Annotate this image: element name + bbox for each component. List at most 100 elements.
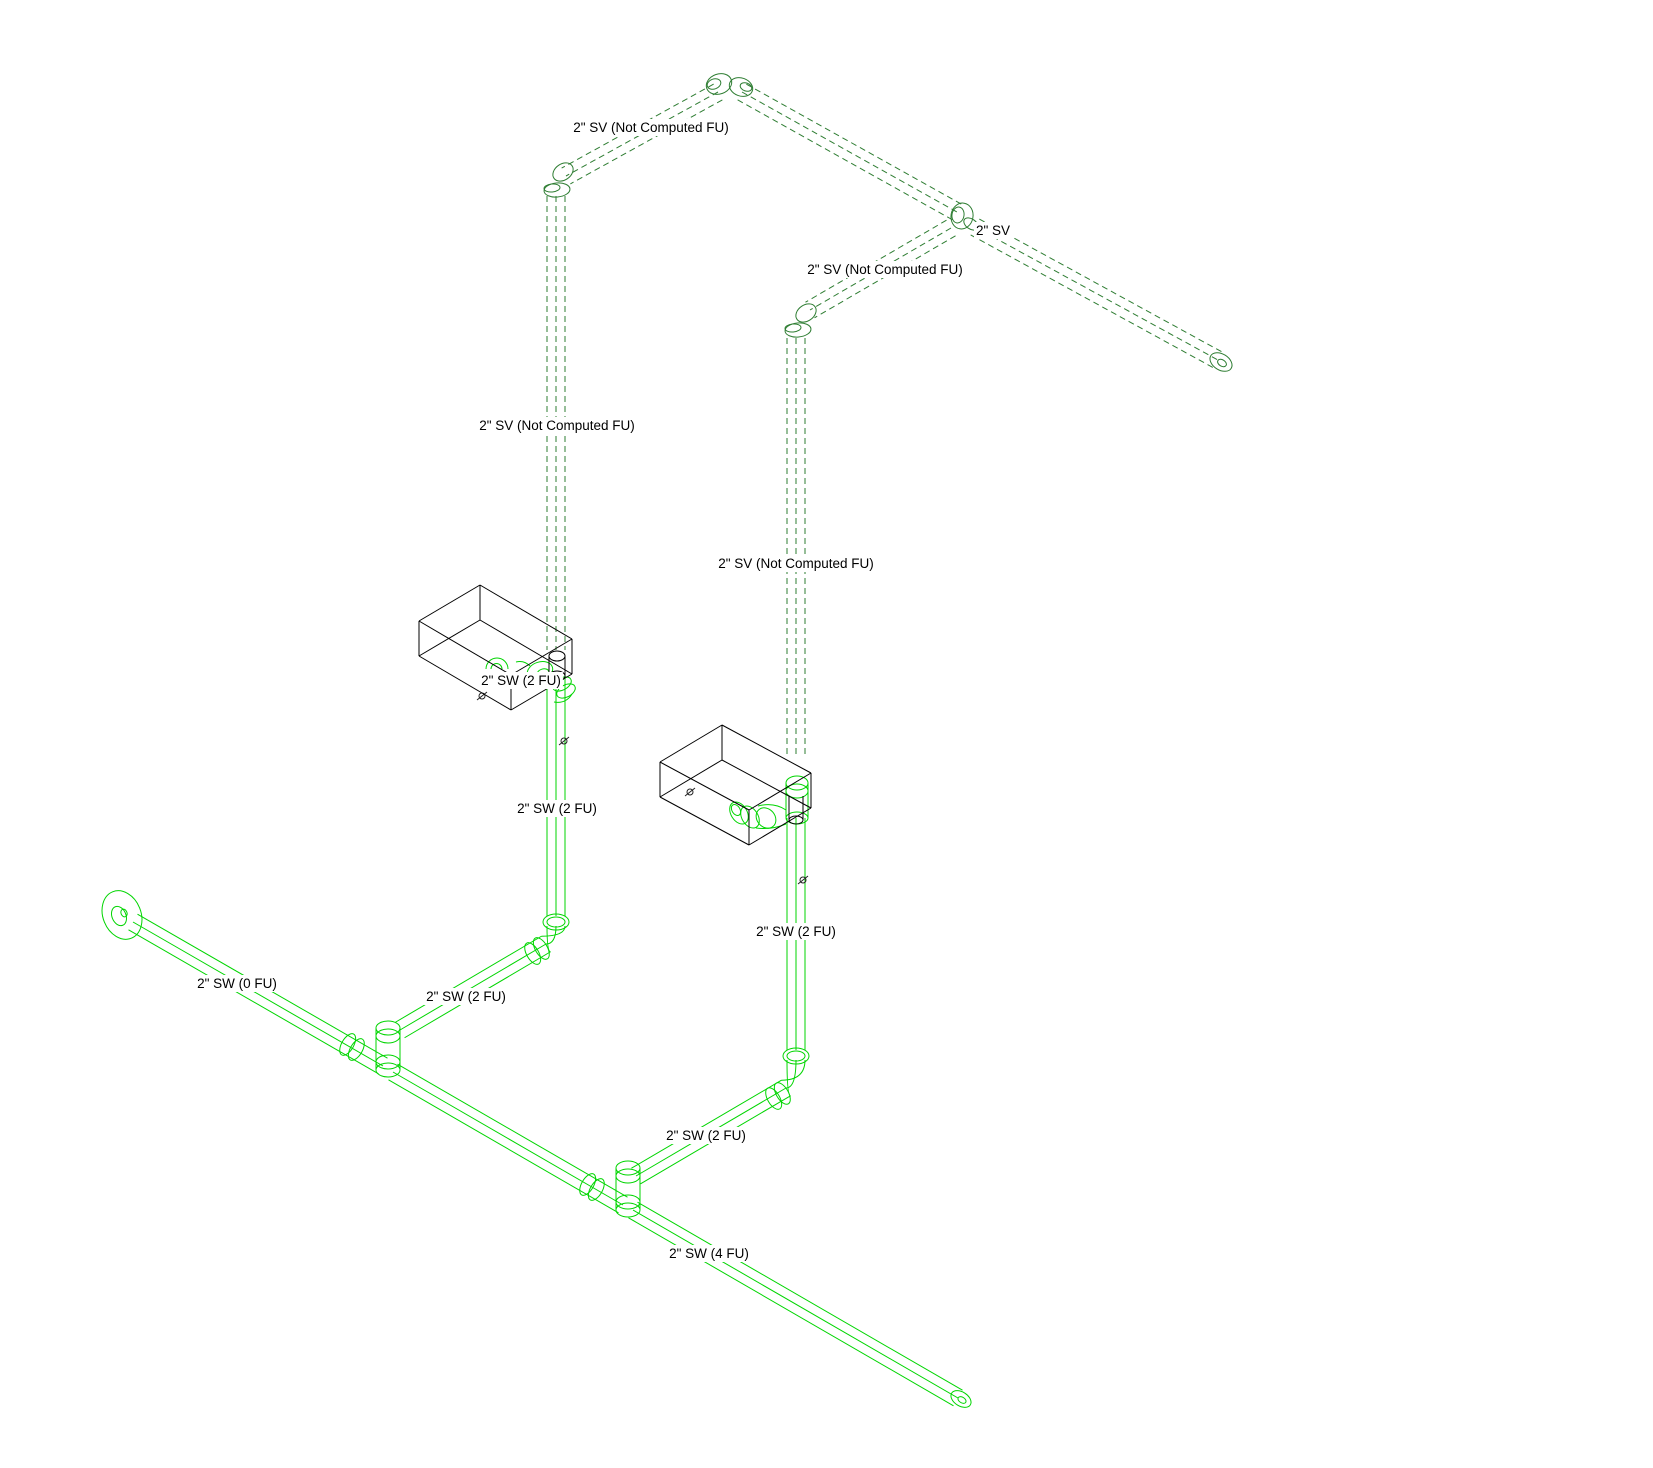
pipe-sv-segment[interactable] bbox=[970, 218, 1223, 369]
tag-mask bbox=[973, 222, 1013, 239]
waste-coupling-fitting[interactable] bbox=[576, 1171, 607, 1203]
fitting-ellipse bbox=[755, 807, 777, 829]
tag-mask bbox=[805, 261, 965, 278]
pipe-size-tag[interactable]: 2" SW (2 FU) bbox=[517, 801, 597, 816]
fitting-ellipse bbox=[728, 77, 754, 97]
box-edge bbox=[659, 759, 723, 798]
grip-slash bbox=[476, 691, 488, 701]
pipes-layer bbox=[128, 83, 1223, 1407]
fittings-layer bbox=[95, 70, 1236, 1411]
grip-circle bbox=[560, 737, 568, 745]
pipe-size-tag[interactable]: 2" SW (0 FU) bbox=[197, 976, 277, 991]
fitting-ellipse bbox=[120, 908, 128, 918]
pipe-line bbox=[132, 921, 384, 1067]
fixtures-layer bbox=[418, 584, 812, 846]
fitting-ellipse bbox=[375, 1020, 401, 1036]
box-edge bbox=[748, 807, 812, 846]
pipe-size-tag[interactable]: 2" SV (Not Computed FU) bbox=[573, 120, 729, 135]
pipe-size-tag[interactable]: 2" SW (2 FU) bbox=[756, 924, 836, 939]
grip-slash bbox=[684, 787, 696, 797]
fitting-curve bbox=[515, 661, 531, 667]
box-edge bbox=[721, 759, 812, 809]
tag-mask bbox=[424, 988, 508, 1005]
sink-fixture-box[interactable] bbox=[418, 584, 573, 711]
pipe-sv-segment[interactable] bbox=[737, 83, 962, 221]
pipe-sw-segment[interactable] bbox=[128, 913, 388, 1075]
fitting-ellipse bbox=[729, 801, 749, 825]
drain-tailpiece[interactable] bbox=[788, 796, 804, 825]
fitting-ellipse bbox=[615, 1194, 641, 1210]
fitting-ellipse bbox=[101, 890, 143, 940]
fitting-ellipse bbox=[784, 322, 812, 338]
pipe-size-tag[interactable]: 2" SW (4 FU) bbox=[669, 1246, 749, 1261]
box-edge bbox=[510, 638, 573, 676]
waste-coupling-fitting[interactable] bbox=[336, 1031, 367, 1063]
sink-fixture-box[interactable] bbox=[659, 724, 812, 846]
box-edge bbox=[659, 761, 750, 811]
pipe-sv-segment[interactable] bbox=[561, 83, 723, 185]
p-trap-fitting[interactable] bbox=[726, 775, 809, 832]
waste-elbow-fitting[interactable] bbox=[781, 1059, 806, 1097]
waste-coupling-fitting[interactable] bbox=[762, 1080, 793, 1112]
fitting-ellipse bbox=[546, 916, 566, 928]
pipe-sv-segment[interactable] bbox=[786, 338, 806, 756]
vent-elbow-fitting[interactable] bbox=[703, 70, 755, 99]
waste-open-end[interactable] bbox=[948, 1387, 974, 1411]
vent-elbow-fitting[interactable] bbox=[543, 159, 576, 198]
pipe-sw-segment[interactable] bbox=[628, 1201, 963, 1407]
fitting-ellipse bbox=[532, 937, 550, 960]
tag-mask bbox=[479, 672, 563, 689]
fitting-ellipse bbox=[375, 1028, 401, 1044]
pipe-size-tag[interactable]: 2" SV (Not Computed FU) bbox=[807, 262, 963, 277]
fitting-curve bbox=[755, 823, 787, 829]
pipe-size-tag[interactable]: 2" SW (2 FU) bbox=[666, 1128, 746, 1143]
pipe-line bbox=[637, 1201, 963, 1391]
fitting-ellipse bbox=[730, 803, 742, 817]
box-edge bbox=[418, 620, 512, 676]
pipe-sv-segment[interactable] bbox=[546, 196, 566, 650]
box-edge bbox=[418, 619, 481, 657]
waste-coupling-fitting[interactable] bbox=[521, 935, 552, 967]
fitting-ellipse bbox=[957, 1396, 967, 1404]
connector-grip[interactable] bbox=[684, 787, 696, 797]
pipe-size-tag[interactable]: 2" SW (2 FU) bbox=[481, 673, 561, 688]
pipe-size-tag[interactable]: 2" SV (Not Computed FU) bbox=[479, 418, 635, 433]
grip-slash bbox=[797, 875, 809, 885]
fitting-ellipse bbox=[740, 805, 760, 829]
fitting-ellipse bbox=[785, 775, 809, 791]
fitting-ellipse bbox=[950, 1390, 972, 1408]
waste-elbow-fitting[interactable] bbox=[541, 925, 566, 953]
fitting-ellipse bbox=[788, 815, 804, 825]
pipe-size-tag[interactable]: 2" SV (Not Computed FU) bbox=[718, 556, 874, 571]
tags-layer: 2" SV (Not Computed FU) 2" SV 2" SV (Not… bbox=[195, 119, 1013, 1262]
connector-grip[interactable] bbox=[797, 875, 809, 885]
vent-open-end[interactable] bbox=[1207, 349, 1236, 375]
waste-sanitary-tee-fitting[interactable] bbox=[375, 1020, 401, 1078]
pipe-size-tag[interactable]: 2" SW (2 FU) bbox=[426, 989, 506, 1004]
pipe-sw-segment[interactable] bbox=[388, 1063, 628, 1214]
pipe-line bbox=[565, 91, 719, 177]
tag-mask bbox=[571, 119, 731, 136]
grip-circle bbox=[686, 788, 694, 796]
waste-sanitary-tee-fitting[interactable] bbox=[615, 1160, 641, 1218]
box-edge bbox=[721, 724, 812, 774]
box-edge bbox=[418, 655, 512, 711]
bend-line bbox=[546, 925, 551, 953]
pipe-line bbox=[561, 83, 714, 169]
tag-mask bbox=[667, 1245, 751, 1262]
fitting-ellipse bbox=[587, 1178, 605, 1201]
pipe-line bbox=[128, 929, 379, 1075]
pipe-line bbox=[570, 99, 723, 185]
fitting-ellipse bbox=[1217, 358, 1227, 368]
tag-mask bbox=[754, 923, 838, 940]
pipe-line bbox=[746, 83, 962, 205]
pipe-sw-segment[interactable] bbox=[395, 935, 551, 1039]
connector-grip[interactable] bbox=[558, 736, 570, 746]
pipe-size-tag[interactable]: 2" SV bbox=[976, 223, 1010, 238]
box-edge bbox=[659, 724, 723, 763]
pipe-sw-segment[interactable] bbox=[546, 676, 566, 916]
cleanout-fitting[interactable] bbox=[95, 885, 149, 946]
vent-elbow-fitting[interactable] bbox=[784, 300, 819, 338]
fitting-ellipse bbox=[579, 1173, 597, 1196]
